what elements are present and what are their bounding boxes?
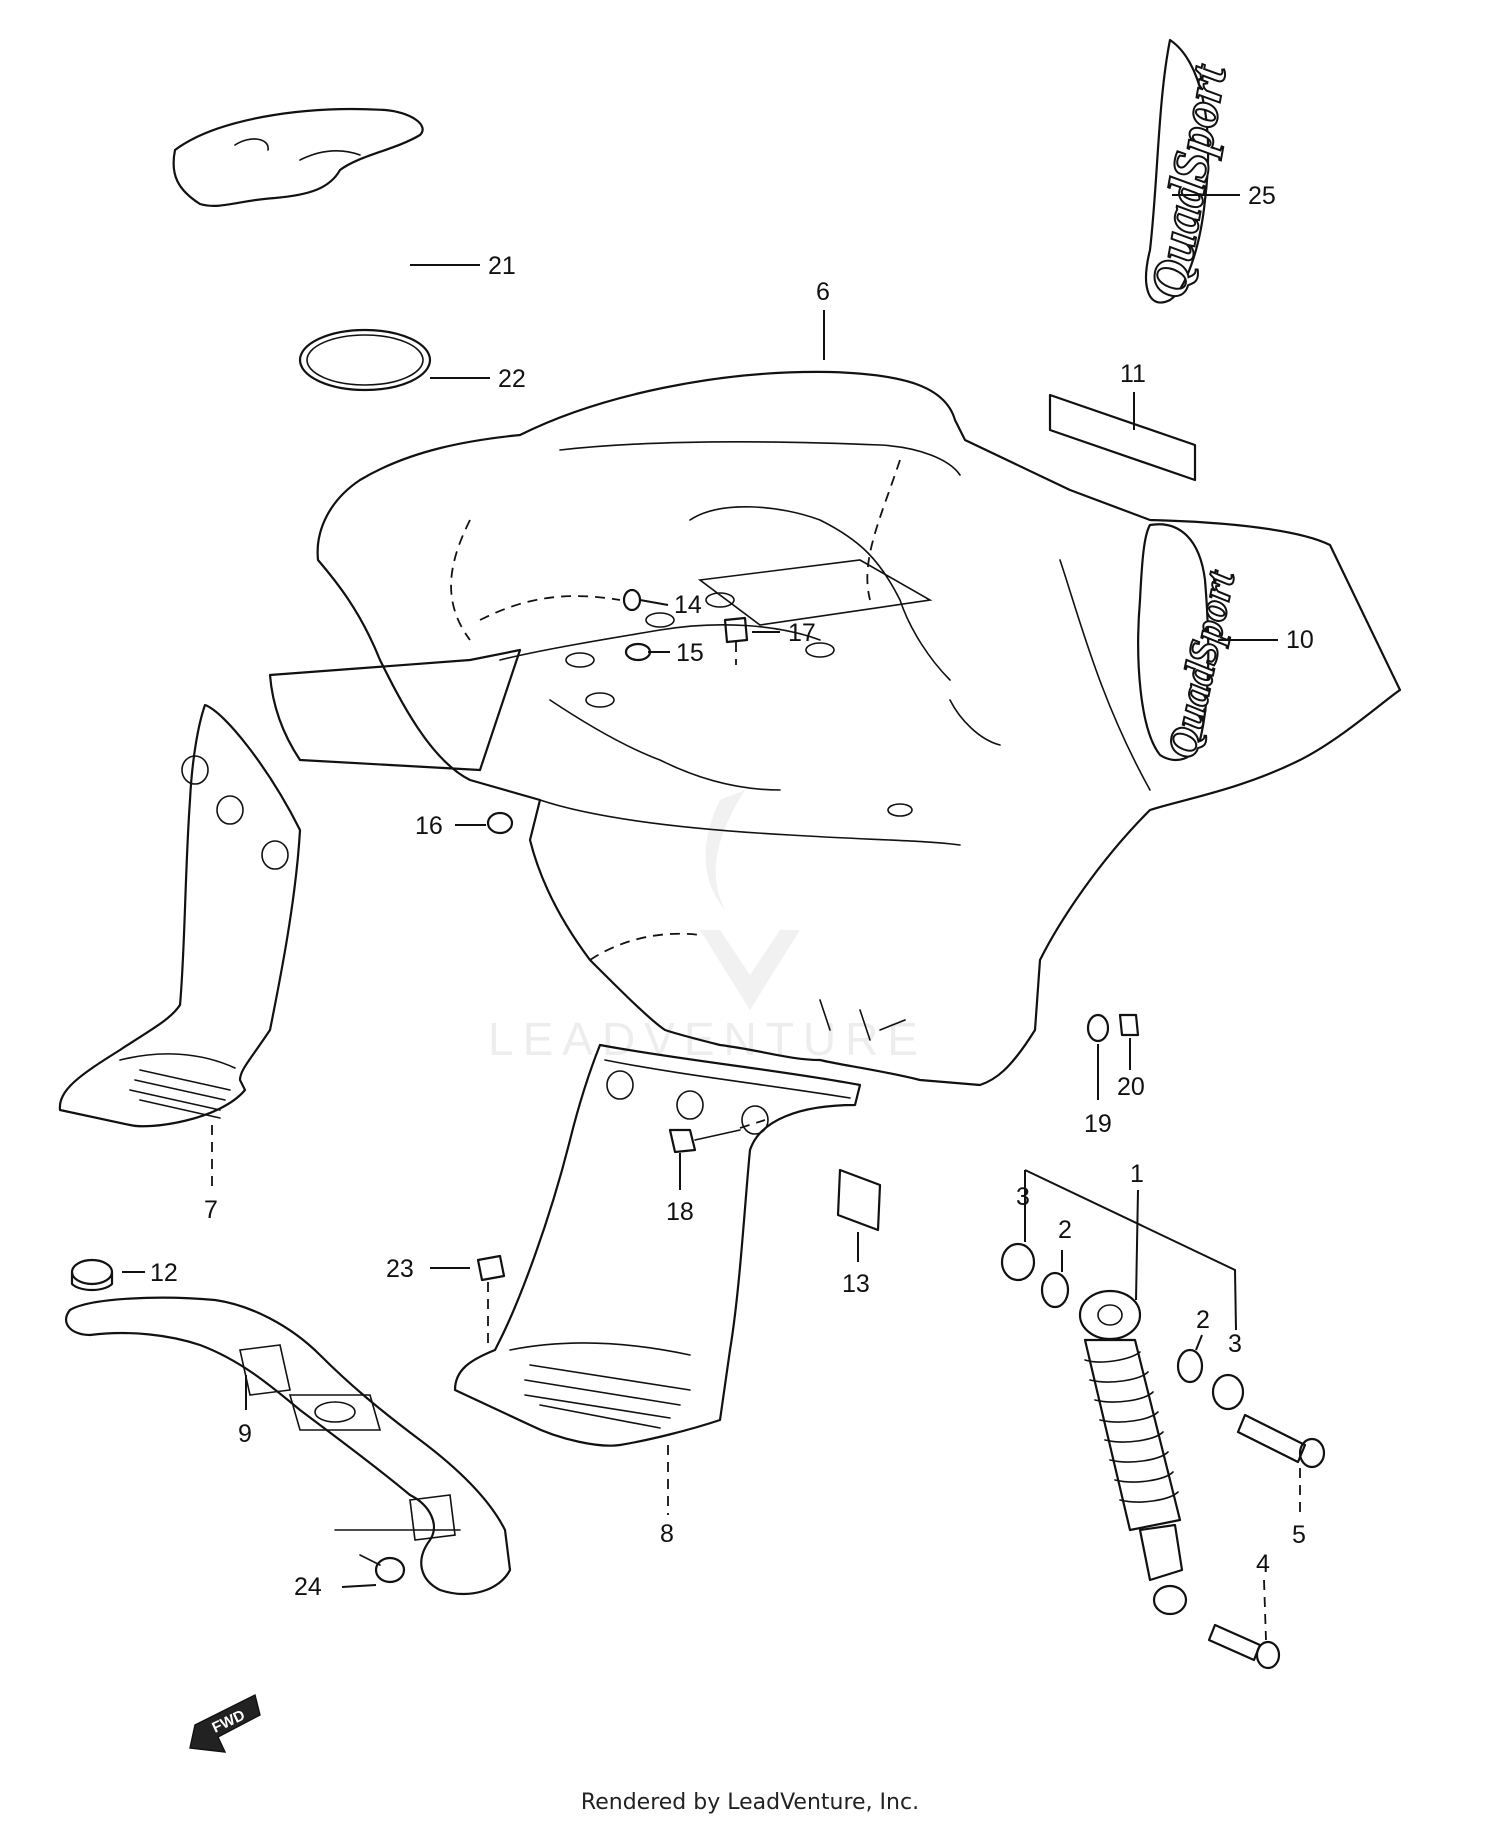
part-20-nut[interactable] [1118,1013,1140,1037]
part-10-side-decal[interactable]: QuadSport [1137,523,1245,763]
callout-14: 14 [674,591,702,619]
part-2-collar-b[interactable] [1176,1348,1204,1384]
callout-24: 22 [498,365,526,393]
part-17-bolt[interactable] [723,616,749,665]
callout-8: 8 [660,1520,674,1548]
callout-23: 21 [488,252,516,280]
callout-1: 1 [1130,1160,1144,1188]
callout-6: 6 [816,278,830,306]
leadventure-watermark: LEADVENTURE [488,790,927,1065]
fwd-arrow-icon: FWD [189,1693,261,1753]
callout-21: 24 [294,1573,322,1601]
part-21-bolt[interactable] [359,1554,406,1584]
callout-2b: 2 [1196,1306,1210,1334]
part-6-rear-fender[interactable] [268,370,1402,1087]
callout-13: 13 [842,1270,870,1298]
part-24-ring[interactable] [298,328,432,392]
watermark-text: LEADVENTURE [488,1013,927,1065]
part-1-shock-absorber[interactable] [1078,1289,1188,1616]
callout-3a: 3 [1016,1183,1030,1211]
part-22-bolt[interactable] [476,1254,506,1350]
part-3-bushing-a[interactable] [1000,1242,1036,1282]
callout-11: 11 [1120,360,1146,388]
callout-10: 10 [1286,626,1314,654]
side-logo-text: QuadSport [1160,566,1245,762]
callout-12: 12 [150,1259,178,1287]
part-9-bracket[interactable] [65,1296,512,1595]
footer-credit: Rendered by LeadVenture, Inc. [580,1790,920,1815]
part-2-collar-a[interactable] [1040,1271,1070,1309]
callout-7: 7 [204,1196,218,1224]
part-25-decal[interactable]: QuadSport [1140,38,1239,304]
callout-17: 17 [788,619,816,647]
callout-4: 4 [1256,1550,1270,1578]
part-15-washer[interactable] [624,642,652,662]
part-3-bushing-b[interactable] [1211,1373,1245,1411]
part-14-fastener[interactable] [622,588,642,612]
callout-19: 19 [1084,1110,1112,1138]
part-11-strip[interactable] [1048,393,1197,482]
part-16-nut[interactable] [486,811,514,835]
part-19-washer[interactable] [1086,1013,1110,1043]
part-13-plate[interactable] [836,1168,882,1232]
callout-2a: 2 [1058,1216,1072,1244]
callout-22: 23 [386,1255,414,1283]
callout-16: 16 [415,812,443,840]
leader-lines [122,194,1301,1641]
callout-5: 5 [1292,1521,1306,1549]
callout-25: 25 [1248,182,1276,210]
part-18-bolt[interactable] [668,1119,766,1154]
part-5-bolt[interactable] [1236,1413,1326,1469]
part-12-cap[interactable] [70,1258,114,1292]
callout-20: 20 [1117,1073,1145,1101]
part-7-left-footrest[interactable] [58,703,302,1128]
part-4-bolt[interactable] [1207,1623,1281,1670]
callout-labels: 25 21 22 6 11 10 14 15 17 16 19 20 18 13… [150,182,1314,1601]
part-8-right-footrest[interactable] [453,1043,862,1447]
callout-9: 9 [238,1420,252,1448]
callout-15: 15 [676,639,704,667]
part-23-cover[interactable] [172,107,424,207]
callout-18: 18 [666,1198,694,1226]
callout-3b: 3 [1228,1330,1242,1358]
